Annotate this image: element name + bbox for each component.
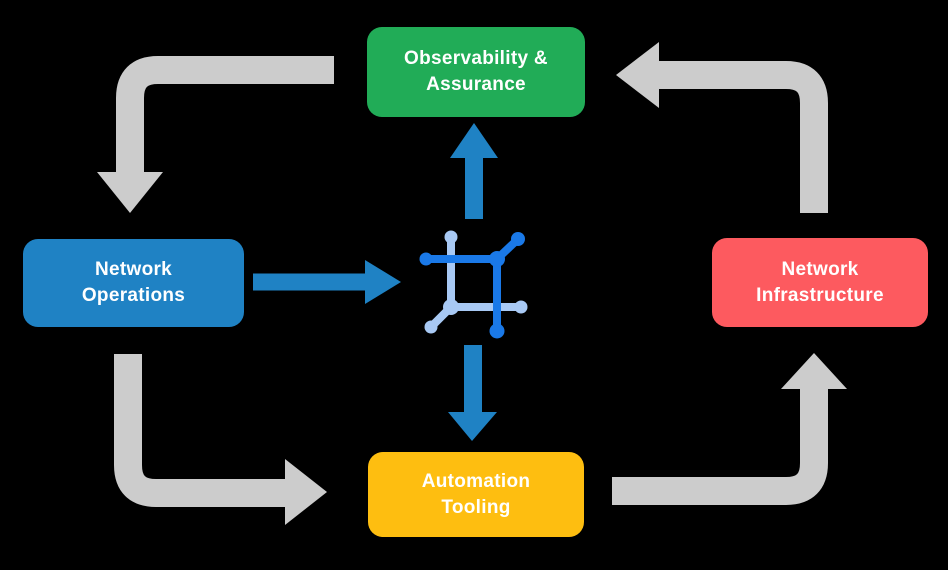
mesh-light-nodes (424, 230, 528, 334)
node-label-line2: Infrastructure (756, 284, 884, 306)
blue-arrow-head-right-icon (365, 260, 401, 304)
node-automation-tooling: Automation Tooling (368, 452, 584, 537)
node-label-line2: Tooling (441, 496, 511, 518)
network-mesh-icon (419, 230, 528, 339)
arrow-observability-to-operations (116, 56, 334, 173)
arrow-head-right-icon (285, 459, 327, 525)
gray-arrow-heads (97, 42, 847, 525)
blue-arrow-head-up-icon (450, 123, 498, 158)
arrow-automation-to-infrastructure (612, 389, 828, 505)
node-network-operations: Network Operations (23, 239, 244, 327)
node-label-line1: Observability & (404, 48, 548, 69)
node-label-line1: Network (94, 259, 173, 280)
node-observability-assurance: Observability & Assurance (367, 27, 585, 117)
node-label-line2: Operations (81, 285, 186, 306)
node-label-line1: Automation (421, 470, 531, 492)
arrow-infrastructure-to-observability (659, 61, 828, 213)
blue-arrow-shafts (253, 157, 483, 413)
mesh-dark-nodes (419, 232, 525, 339)
node-label-line1: Network (781, 258, 859, 280)
node-label-line2: Assurance (426, 74, 526, 95)
gray-arrow-shafts (114, 56, 828, 507)
blue-arrow-head-down-icon (448, 412, 497, 441)
node-network-infrastructure: Network Infrastructure (712, 238, 928, 327)
arrow-head-up-icon (781, 353, 847, 389)
arrow-head-left-icon (616, 42, 659, 108)
arrow-operations-to-automation (114, 354, 286, 507)
arrow-head-down-icon (97, 172, 163, 213)
blue-arrow-heads (365, 123, 498, 441)
